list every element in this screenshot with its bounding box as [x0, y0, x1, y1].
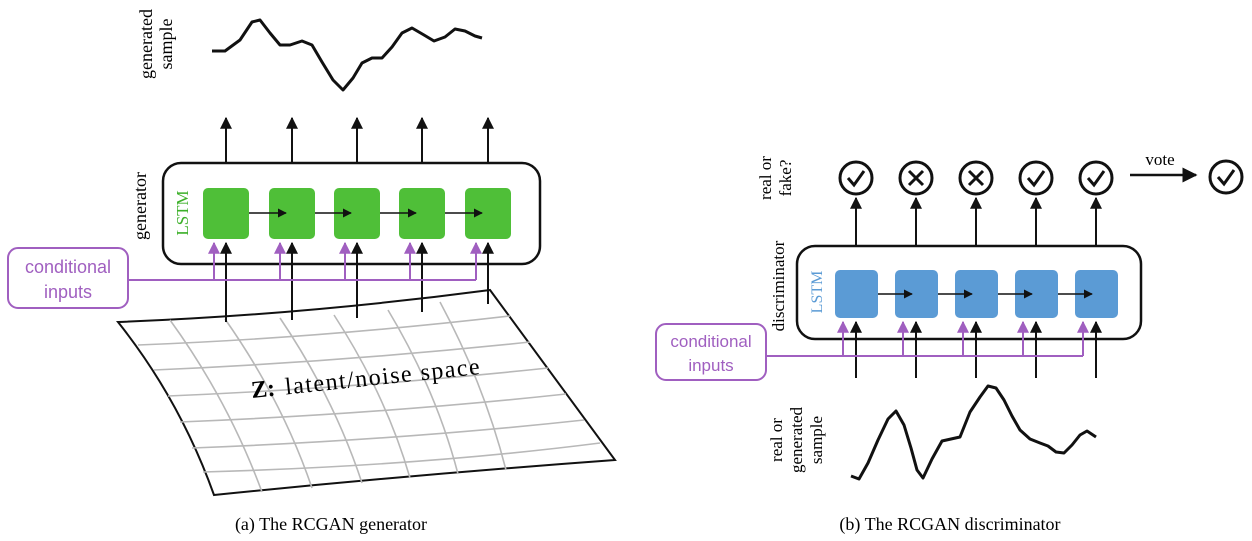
- generator-caption: (a) The RCGAN generator: [235, 514, 427, 535]
- decision-label-2: fake?: [776, 160, 795, 197]
- discriminator-conditional-inputs: conditional inputs: [655, 320, 1089, 381]
- discriminator-conditional-box: [655, 323, 767, 381]
- discriminator-lstm-label: LSTM: [809, 271, 826, 314]
- generator-conditional-label-1: conditional: [25, 257, 111, 277]
- discriminator-sample-arrows: [850, 320, 1102, 378]
- discriminator-caption: (b) The RCGAN discriminator: [839, 514, 1060, 535]
- discriminator-conditional-label-2: inputs: [688, 356, 733, 375]
- input-sample-waveform: [850, 384, 1097, 481]
- generator-lstm-label: LSTM: [173, 190, 192, 235]
- generator-output-arrows: [220, 116, 494, 164]
- vote-result-check-icon: [1208, 159, 1244, 195]
- vote-label: vote: [1145, 150, 1174, 169]
- generator-output-label-1: generated: [136, 9, 156, 79]
- generator-lstm-cell: [399, 188, 445, 239]
- check-icon: [1018, 160, 1054, 196]
- discriminator-conditional-label-1: conditional: [670, 332, 751, 351]
- latent-grid: [137, 301, 601, 493]
- generator-conditional-inputs: conditional inputs: [7, 241, 482, 309]
- discriminator-outputs: [838, 160, 1114, 196]
- discriminator-lstm-cell: [835, 270, 878, 318]
- generator-lstm-cells: [203, 188, 511, 239]
- discriminator-lstm-cells: [835, 270, 1118, 318]
- cross-icon: [898, 160, 934, 196]
- discriminator-panel: vote real or fake? discriminator LSTM: [655, 150, 1244, 535]
- discriminator-label: discriminator: [769, 240, 788, 331]
- discriminator-lstm-cell: [955, 270, 998, 318]
- check-icon: [838, 160, 874, 196]
- generator-lstm-cell: [465, 188, 511, 239]
- input-label-3: sample: [807, 416, 826, 464]
- generator-lstm-cell: [269, 188, 315, 239]
- discriminator-lstm-cell: [1075, 270, 1118, 318]
- latent-label-bold: Z:: [250, 376, 277, 404]
- generator-lstm-cell: [203, 188, 249, 239]
- generator-conditional-box: [7, 247, 129, 309]
- generator-output-label-2: sample: [156, 19, 176, 70]
- discriminator-lstm-cell: [1015, 270, 1058, 318]
- generator-panel: Z: latent/noise space generated sample g…: [7, 9, 617, 535]
- latent-surface: Z: latent/noise space: [115, 288, 617, 497]
- discriminator-output-arrows: [850, 196, 1102, 247]
- discriminator-lstm-cell: [895, 270, 938, 318]
- cross-icon: [958, 160, 994, 196]
- generated-sample-waveform: [212, 18, 483, 92]
- input-label-1: real or: [767, 418, 786, 462]
- decision-label-1: real or: [756, 156, 775, 200]
- generator-lstm-cell: [334, 188, 380, 239]
- check-icon: [1078, 160, 1114, 196]
- input-label-2: generated: [787, 406, 806, 473]
- generator-conditional-label-2: inputs: [44, 282, 92, 302]
- generator-label: generator: [130, 172, 150, 240]
